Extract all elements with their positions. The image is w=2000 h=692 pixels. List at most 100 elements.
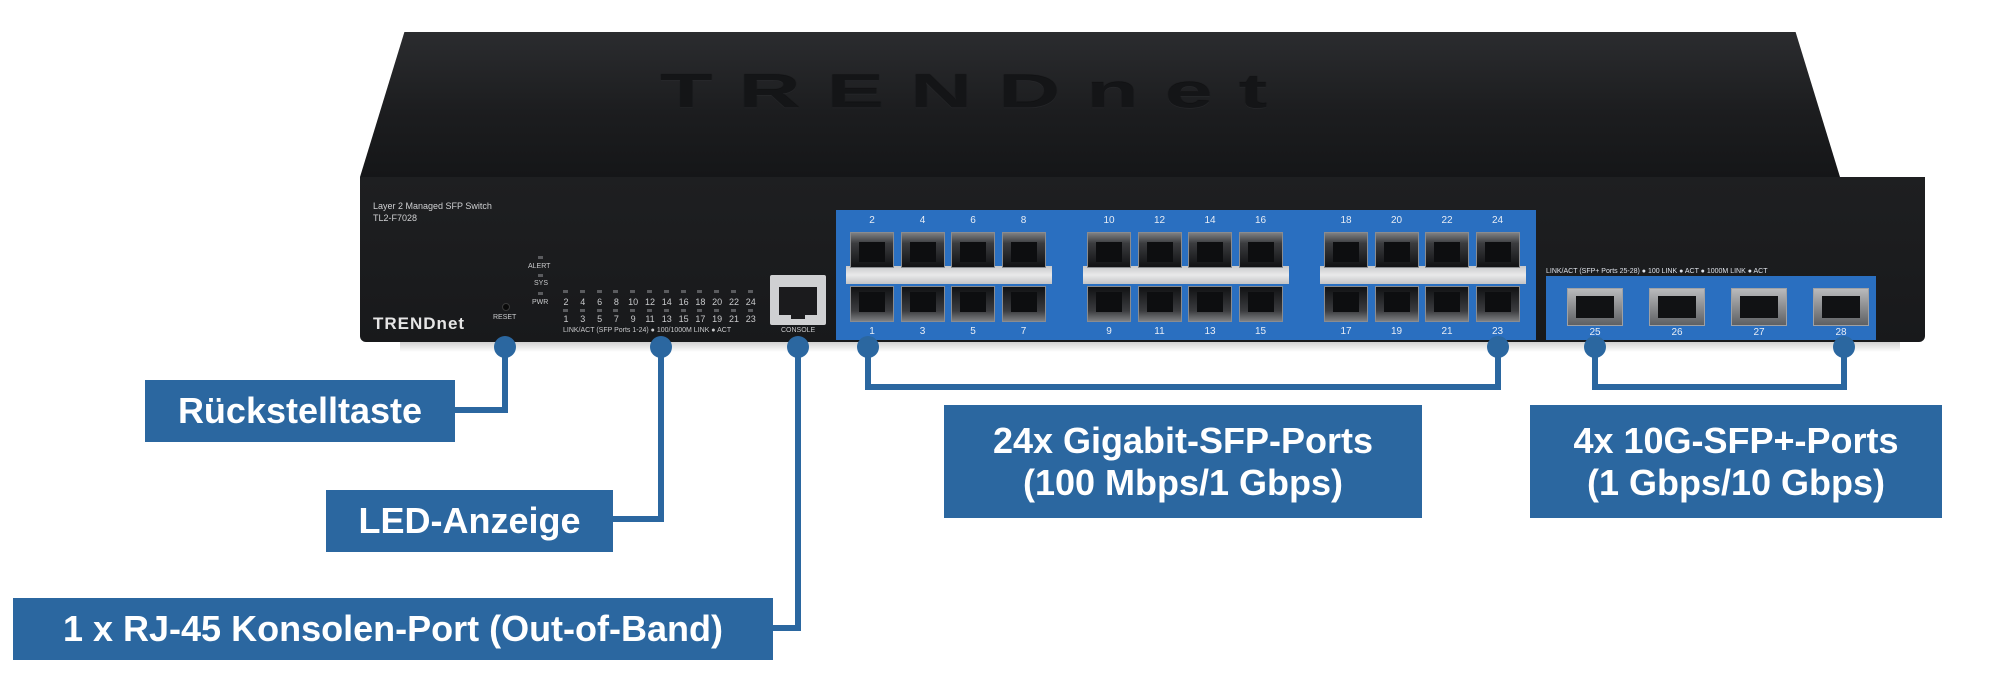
status-led-label-alert: ALERT xyxy=(528,263,551,270)
port-led xyxy=(630,290,636,293)
sfp10-port[interactable] xyxy=(1567,288,1623,326)
sfp10-bracket-line xyxy=(1841,347,1847,390)
sfp10-port[interactable] xyxy=(1813,288,1869,326)
sfp-port-number: 21 xyxy=(1441,326,1453,337)
sfp10-port-number: 25 xyxy=(1589,327,1601,338)
led-leader-line xyxy=(610,516,664,522)
switch-shadow xyxy=(400,342,1900,352)
port-led xyxy=(747,309,753,312)
sfp10-port-number: 27 xyxy=(1753,327,1765,338)
console-label: CONSOLE xyxy=(781,327,816,334)
sfp-port[interactable] xyxy=(1374,232,1419,268)
sfp-port[interactable] xyxy=(1475,232,1520,268)
sfp-port[interactable] xyxy=(1087,286,1131,322)
sfp-port-number: 18 xyxy=(1340,215,1352,226)
brand-logo: TRENDnet xyxy=(373,314,466,333)
sfp10-port-number: 28 xyxy=(1835,327,1847,338)
port-led xyxy=(613,309,619,312)
port-led xyxy=(563,309,568,312)
port-led xyxy=(647,290,652,293)
sfp10-bracket-line xyxy=(1592,384,1847,390)
model-description: Layer 2 Managed SFP Switch xyxy=(373,201,492,211)
sfp-port[interactable] xyxy=(1188,286,1232,322)
port-led xyxy=(663,290,669,293)
led-port-number: 10 xyxy=(628,297,639,307)
sfp-port[interactable] xyxy=(1188,232,1232,268)
reset-label: RESET xyxy=(493,314,517,321)
sfp-port[interactable] xyxy=(900,232,945,268)
console-callout: 1 x RJ-45 Konsolen-Port (Out-of-Band) xyxy=(13,598,773,660)
sfp-port[interactable] xyxy=(951,286,995,322)
port-led xyxy=(579,309,585,312)
sfp-port-number: 11 xyxy=(1154,326,1165,337)
led-leader-line xyxy=(658,347,664,522)
sfp10-callout: 4x 10G-SFP+-Ports (1 Gbps/10 Gbps) xyxy=(1530,405,1942,518)
port-led xyxy=(613,290,619,293)
sfp10-port[interactable] xyxy=(1731,288,1787,326)
sfp-port-number: 1 xyxy=(869,326,875,337)
reset-leader-line xyxy=(452,407,508,413)
sfp-callout-line1: 24x Gigabit-SFP-Ports xyxy=(992,419,1374,461)
sfp-port[interactable] xyxy=(1425,232,1469,268)
sfp-port-number: 6 xyxy=(970,215,976,226)
sfp-port-number: 23 xyxy=(1491,326,1504,337)
sfp10-port-number: 26 xyxy=(1671,327,1683,338)
reset-button[interactable] xyxy=(502,303,510,311)
sfp-cage-band xyxy=(1320,266,1526,284)
sfp-port-number: 4 xyxy=(919,215,926,226)
sfp-bracket-line xyxy=(865,347,871,390)
sfp-port[interactable] xyxy=(1001,286,1046,322)
sfp-cage-band xyxy=(846,266,1052,284)
status-led xyxy=(538,256,543,259)
sfp-bracket-line xyxy=(865,384,1501,390)
sfp-port[interactable] xyxy=(951,232,995,268)
led-port-number: 20 xyxy=(712,297,723,307)
sfp-port-number: 8 xyxy=(1020,215,1027,226)
sfp-cage-band xyxy=(1083,266,1289,284)
led-port-number: 21 xyxy=(728,314,739,324)
port-led xyxy=(680,290,686,293)
top-embossed-logo: TRENDnet xyxy=(660,65,1294,118)
led-port-number: 12 xyxy=(644,297,655,307)
sfp-port-number: 24 xyxy=(1491,215,1504,226)
led-port-number: 19 xyxy=(712,314,723,324)
reset-callout: Rückstelltaste xyxy=(145,380,455,442)
sfp10-callout-line1: 4x 10G-SFP+-Ports xyxy=(1573,419,1899,461)
sfp-port-number: 14 xyxy=(1204,215,1216,226)
sfp-port-number: 5 xyxy=(970,326,976,337)
rj45-console-port[interactable] xyxy=(770,275,826,325)
console-leader-line xyxy=(770,625,801,631)
sfp-port[interactable] xyxy=(1324,232,1368,268)
sfp10-callout-line2: (1 Gbps/10 Gbps) xyxy=(1586,461,1886,503)
sfp-port-number: 19 xyxy=(1390,326,1403,337)
sfp-port[interactable] xyxy=(1238,232,1283,268)
sfp-port[interactable] xyxy=(900,286,945,322)
led-port-number: 3 xyxy=(580,314,586,324)
sfp-port[interactable] xyxy=(1238,286,1283,322)
sfp-port[interactable] xyxy=(1001,232,1046,268)
led-port-number: 17 xyxy=(695,314,706,324)
sfp-port[interactable] xyxy=(1425,286,1469,322)
switch-top-panel xyxy=(360,32,1840,177)
port-led xyxy=(731,290,736,293)
sfp10-port[interactable] xyxy=(1649,288,1705,326)
status-led-label-pwr: PWR xyxy=(532,299,549,306)
led-port-number: 23 xyxy=(745,314,756,324)
sfp-port-number: 7 xyxy=(1020,326,1027,337)
model-number: TL2-F7028 xyxy=(373,213,418,223)
led-port-number: 11 xyxy=(645,314,655,324)
port-led xyxy=(731,309,736,312)
port-led xyxy=(563,290,568,293)
sfp-port[interactable] xyxy=(1324,286,1368,322)
led-port-number: 4 xyxy=(580,297,586,307)
sfp-port[interactable] xyxy=(1137,286,1182,322)
sfp-port[interactable] xyxy=(850,232,894,268)
sfp-port[interactable] xyxy=(1374,286,1419,322)
sfp-port[interactable] xyxy=(1087,232,1131,268)
sfp-port[interactable] xyxy=(850,286,894,322)
port-led xyxy=(630,309,636,312)
sfp-port[interactable] xyxy=(1475,286,1520,322)
port-led xyxy=(579,290,585,293)
sfp-port[interactable] xyxy=(1137,232,1182,268)
led-port-number: 18 xyxy=(695,297,706,307)
